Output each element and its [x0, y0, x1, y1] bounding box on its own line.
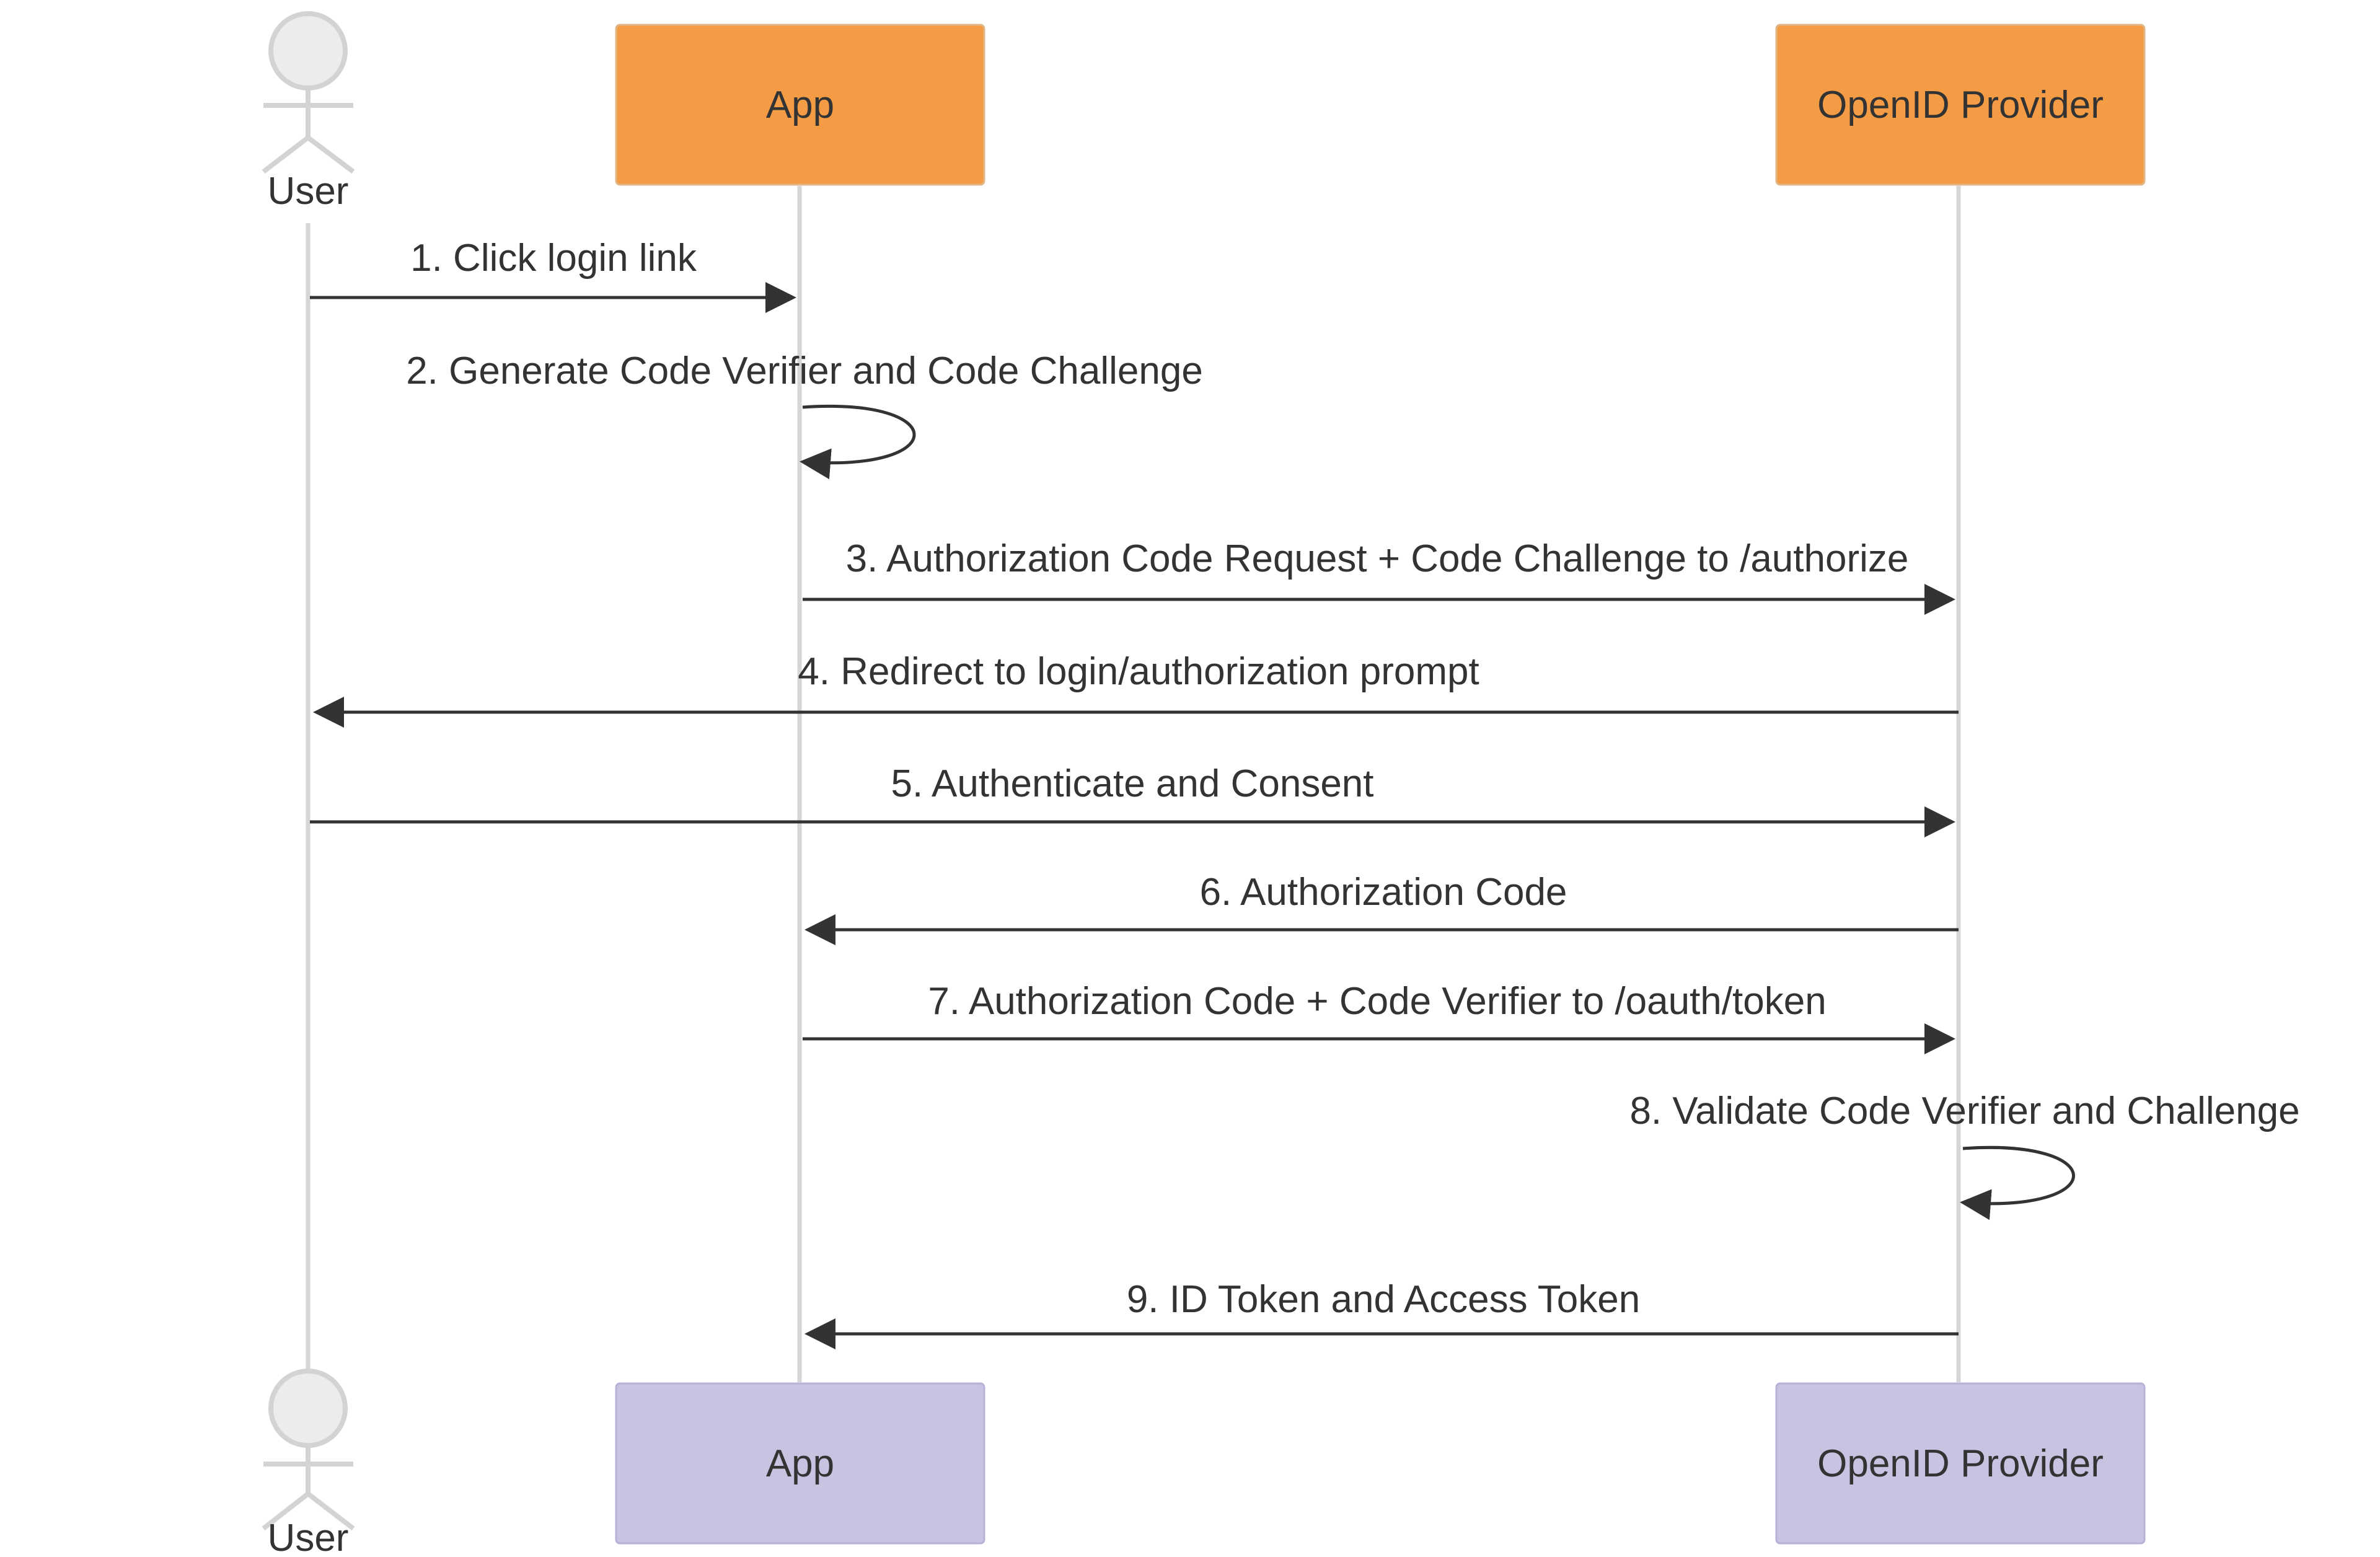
participant-box-provider-top	[1775, 24, 2146, 186]
message-2: 2. Generate Code Verifier and Code Chall…	[406, 350, 1203, 480]
message-8: 8. Validate Code Verifier and Challenge	[1629, 1090, 2300, 1220]
participant-app-top: App	[615, 24, 985, 186]
actor-head-icon	[268, 1369, 348, 1448]
participant-label-provider-bottom: OpenID Provider	[1817, 1442, 2104, 1485]
participant-box-app-bottom	[615, 1382, 985, 1545]
message-label: 8. Validate Code Verifier and Challenge	[1629, 1090, 2299, 1132]
message-5: 5. Authenticate and Consent	[310, 762, 1955, 837]
actor-user-bottom: User	[262, 1369, 355, 1557]
participant-label-provider-top: OpenID Provider	[1817, 84, 2104, 126]
self-message-arrow	[800, 404, 916, 480]
participant-box-provider-bottom	[1775, 1382, 2146, 1545]
message-1: 1. Click login link	[310, 237, 796, 313]
participant-box-app-top	[615, 24, 985, 186]
message-label: 3. Authorization Code Request + Code Cha…	[846, 537, 1909, 580]
message-label: 5. Authenticate and Consent	[891, 762, 1373, 805]
participant-provider-bottom: OpenID Provider	[1775, 1382, 2146, 1545]
message-9: 9. ID Token and Access Token	[804, 1278, 1959, 1349]
message-label: 7. Authorization Code + Code Verifier to…	[928, 980, 1826, 1023]
message-label: 6. Authorization Code	[1200, 871, 1567, 914]
message-label: 9. ID Token and Access Token	[1127, 1278, 1640, 1321]
actor-label-user-bottom: User	[268, 1517, 349, 1557]
participant-provider-top: OpenID Provider	[1775, 24, 2146, 186]
actor-user-top: User	[262, 11, 355, 213]
message-label: 4. Redirect to login/authorization promp…	[798, 650, 1479, 693]
message-4: 4. Redirect to login/authorization promp…	[313, 650, 1959, 728]
participant-app-bottom: App	[615, 1382, 985, 1545]
message-label: 2. Generate Code Verifier and Code Chall…	[406, 350, 1203, 392]
participant-label-app-top: App	[766, 84, 834, 126]
message-label: 1. Click login link	[410, 237, 697, 280]
participant-label-app-bottom: App	[766, 1442, 834, 1485]
message-6: 6. Authorization Code	[804, 871, 1959, 945]
message-3: 3. Authorization Code Request + Code Cha…	[803, 537, 1955, 615]
self-message-arrow	[1960, 1145, 2075, 1220]
actor-head-icon	[268, 11, 348, 90]
message-7: 7. Authorization Code + Code Verifier to…	[803, 980, 1955, 1054]
actor-label-user-top: User	[268, 170, 349, 213]
